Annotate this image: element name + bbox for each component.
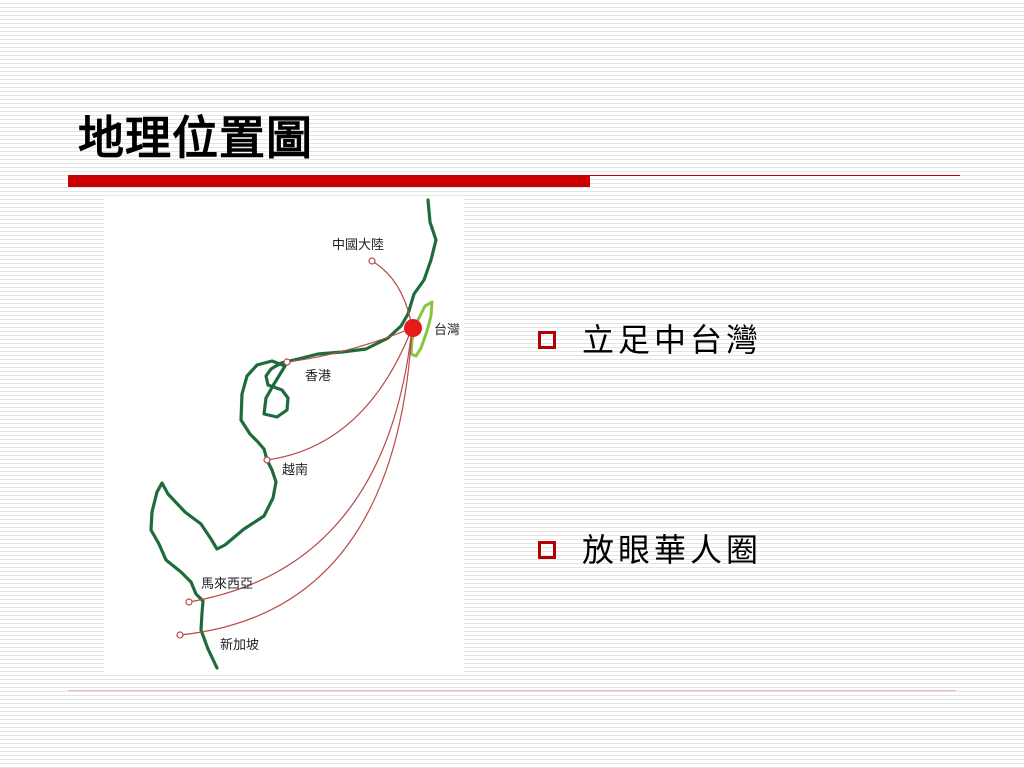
slide-title: 地理位置圖: [78, 111, 313, 165]
label-singapore: 新加坡: [220, 637, 259, 653]
hollow-square-icon: [538, 331, 556, 349]
taiwan-marker: [404, 319, 422, 337]
title-underline-thin: [590, 175, 960, 176]
bullet-text: 立足中台灣: [582, 321, 763, 359]
route-mainland: [371, 260, 413, 329]
coastline: [149, 198, 438, 670]
footer-divider: [68, 690, 956, 691]
bullet-text: 放眼華人圈: [582, 531, 763, 569]
route-lines: [179, 260, 413, 636]
marker-singapore: [176, 631, 184, 639]
marker-mainland: [368, 257, 376, 265]
label-mainland: 中國大陸: [332, 237, 384, 253]
label-vietnam: 越南: [282, 462, 308, 478]
title-underline-thick: [68, 175, 590, 187]
bullet-item: 放眼華人圈: [538, 528, 762, 572]
marker-vietnam: [263, 456, 271, 464]
route-singapore: [179, 327, 413, 636]
label-hongkong: 香港: [305, 369, 331, 384]
bullet-item: 立足中台灣: [538, 318, 762, 362]
route-vietnam: [266, 327, 413, 461]
marker-hongkong: [283, 358, 291, 366]
marker-malaysia: [185, 598, 193, 606]
map-canvas: 中國大陸 台灣 香港 越南 馬來西亞 新加坡: [149, 198, 460, 670]
label-taiwan: 台灣: [434, 323, 460, 338]
destination-markers: [176, 257, 376, 639]
label-malaysia: 馬來西亞: [201, 577, 253, 592]
route-malaysia: [188, 327, 413, 603]
geographic-map: 中國大陸 台灣 香港 越南 馬來西亞 新加坡: [104, 198, 464, 672]
route-hongkong: [286, 327, 413, 363]
hollow-square-icon: [538, 541, 556, 559]
